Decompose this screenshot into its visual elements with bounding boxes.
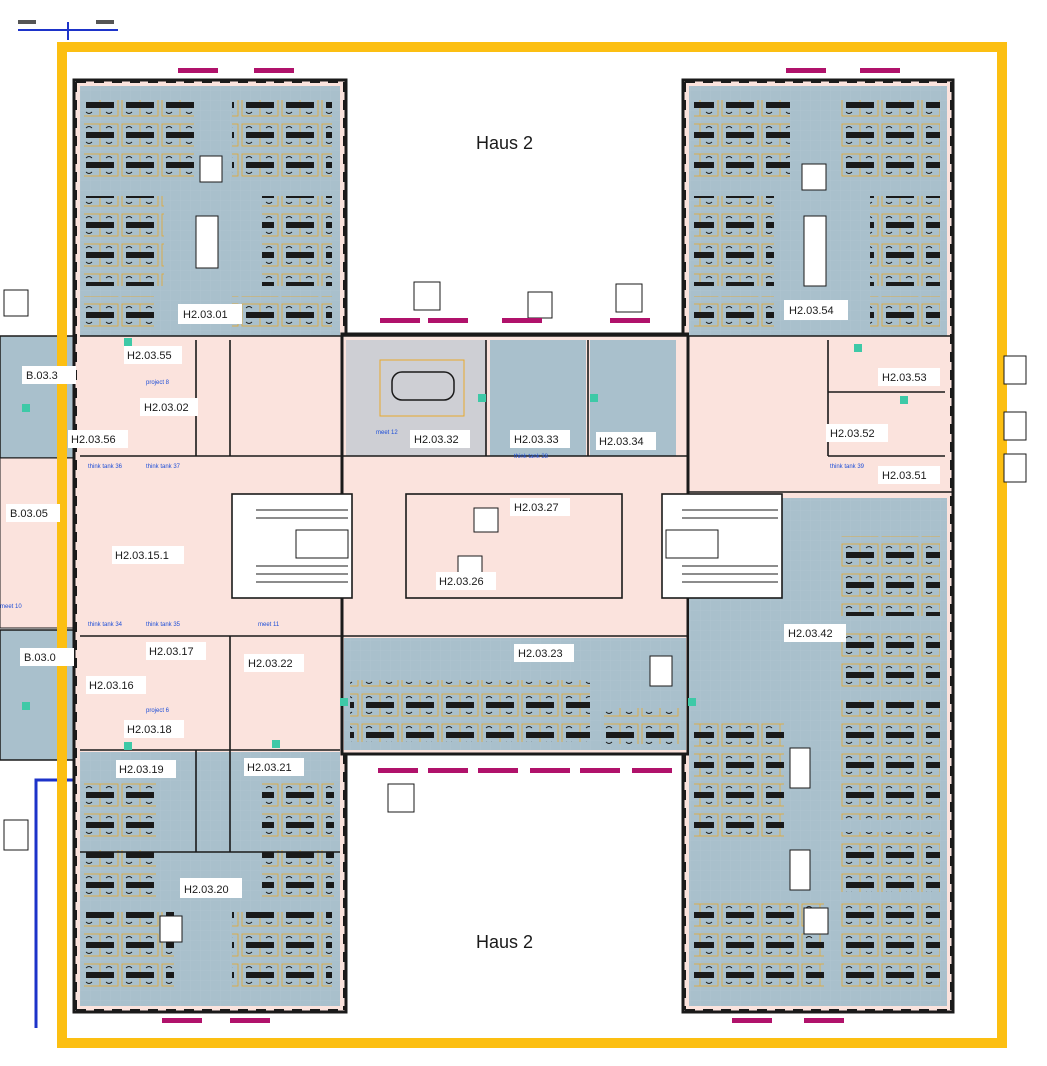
site-boundary [57, 42, 1007, 1048]
note-meet: meet 11 [258, 622, 280, 628]
facade-windows [75, 81, 952, 1011]
haus-label-bottom: Haus 2 [476, 932, 533, 952]
note-think-tank: think tank 39 [830, 464, 865, 470]
room-label: H2.03.16 [89, 680, 134, 692]
room-labels: H2.03.01 H2.03.54 H2.03.55 H2.03.02 H2.0… [71, 305, 927, 896]
note-think-tank: think tank 35 [146, 622, 181, 628]
note-think-tank: think tank 34 [88, 622, 123, 628]
room-label: H2.03.33 [514, 434, 559, 446]
neighbor-room-label: B.03.0 [24, 652, 56, 664]
room-label: H2.03.52 [830, 428, 875, 440]
haus-label-top: Haus 2 [476, 133, 533, 153]
neighbor-room-label: B.03.3 [26, 370, 58, 382]
device-tags [162, 68, 900, 1023]
room-label: H2.03.55 [127, 350, 172, 362]
stairs [256, 509, 778, 583]
note-think-tank: think tank 37 [146, 464, 181, 470]
interior-walls [80, 335, 953, 853]
room-label: H2.03.27 [514, 502, 559, 514]
annotation-boxes [159, 155, 1027, 943]
room-label: H2.03.23 [518, 648, 563, 660]
sensor-markers [22, 338, 908, 750]
room-label: H2.03.42 [788, 628, 833, 640]
room-label: H2.03.18 [127, 724, 172, 736]
room-label: H2.03.54 [789, 305, 834, 317]
room-label: H2.03.56 [71, 434, 116, 446]
room-label: H2.03.15.1 [115, 550, 169, 562]
neighbor-room-label: B.03.05 [10, 508, 48, 520]
room-label: H2.03.19 [119, 764, 164, 776]
room-label: H2.03.32 [414, 434, 459, 446]
note-meet: meet 12 [376, 430, 398, 436]
scale-marker [18, 20, 118, 40]
room-label: H2.03.20 [184, 884, 229, 896]
room-label: H2.03.26 [439, 576, 484, 588]
room-label: H2.03.51 [882, 470, 927, 482]
room-label: H2.03.53 [882, 372, 927, 384]
room-label: H2.03.21 [247, 762, 292, 774]
note-project: project 6 [146, 708, 170, 714]
note-think-tank: think tank 38 [514, 454, 549, 460]
note-meet: meet 10 [0, 604, 22, 610]
note-think-tank: think tank 36 [88, 464, 123, 470]
note-project: project 8 [146, 380, 170, 386]
neighbor-room-labels: B.03.3 B.03.05 B.03.0 [10, 370, 58, 664]
room-label: H2.03.01 [183, 309, 228, 321]
room-label-backgrounds [6, 300, 940, 898]
space-notes: project 8 project 6 meet 12 meet 11 meet… [0, 380, 865, 714]
room-label: H2.03.34 [599, 436, 644, 448]
room-label: H2.03.17 [149, 646, 194, 658]
room-label: H2.03.02 [144, 402, 189, 414]
room-label: H2.03.22 [248, 658, 293, 670]
